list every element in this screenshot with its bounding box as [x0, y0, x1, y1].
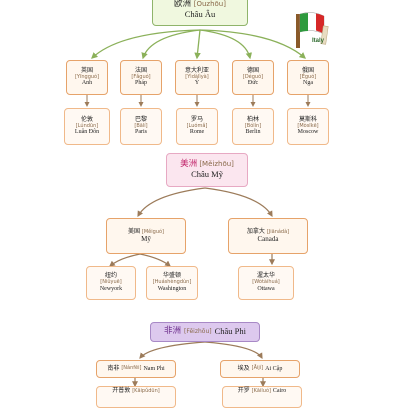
europe-city-2: 巴黎 [Bālí] Paris	[120, 108, 162, 145]
europe-header: 欧洲 [Ōuzhōu] Châu Âu	[152, 0, 248, 26]
arrow-af-1	[139, 341, 206, 359]
europe-country-5: 俄国 [Éguó] Nga	[287, 60, 329, 95]
europe-country-3: 意大利亚 [Yìdàlìyà] Ý	[175, 60, 219, 95]
europe-country-2: 法国 [Fǎguó] Pháp	[120, 60, 162, 95]
europe-city-5: 莫斯科 [Mòsīkē] Moscow	[287, 108, 329, 145]
europe-header-vn: Châu Âu	[184, 9, 216, 19]
america-header: 美洲 [Měizhōu] Châu Mỹ	[166, 153, 248, 187]
america-header-vn: Châu Mỹ	[191, 169, 223, 179]
europe-country-1: 英国 [Yīngguó] Anh	[66, 60, 108, 95]
america-header-cn: 美洲	[180, 159, 198, 170]
arrow-eu-1	[91, 29, 201, 59]
america-country-1: 美国 [Měiguó] Mỹ	[106, 218, 186, 254]
arrow-am-4	[139, 253, 171, 267]
europe-country-4: 德国 [Déguó] Đức	[232, 60, 274, 95]
arrow-eu-4	[199, 29, 253, 60]
america-country-2: 加拿大 [Jiānádà] Canada	[228, 218, 308, 254]
arrow-af-2	[204, 341, 263, 360]
africa-country-1: 南非 [Nánfēi] Nam Phi	[96, 360, 176, 378]
arrow-am-3	[109, 253, 141, 267]
america-city-3: 渥太华 [Wòtàihuá] Ottawa	[238, 266, 294, 300]
africa-city-2: 开罗 [Kāiluó] Cairo	[222, 386, 302, 408]
africa-header-vn: Châu Phi	[214, 326, 246, 337]
flag-label: Italy	[312, 38, 325, 44]
africa-header-cn: 非洲	[163, 326, 181, 337]
europe-city-1: 伦敦 [Lúndūn] Luân Đôn	[64, 108, 110, 145]
america-city-1: 纽约 [Niǔyuē] Newyork	[86, 266, 136, 300]
arrow-am-2	[204, 187, 273, 218]
arrow-am-1	[137, 187, 206, 218]
africa-header: 非洲 [Fēizhōu] Châu Phi	[150, 322, 260, 342]
arrow-eu-2	[141, 29, 201, 60]
europe-city-3: 罗马 [Luómǎ] Rome	[176, 108, 218, 145]
america-city-2: 华盛顿 [Huáshèngdùn] Washington	[146, 266, 198, 300]
arrow-eu-5	[199, 29, 306, 59]
europe-header-py: [Ōuzhōu]	[193, 0, 226, 9]
arrow-eu-3	[194, 29, 201, 60]
europe-header-cn: 欧洲	[174, 0, 192, 10]
europe-city-4: 柏林 [Bólín] Berlin	[232, 108, 274, 145]
africa-header-py: [Fēizhōu]	[184, 327, 212, 335]
italy-flag-illustration: Italy	[292, 6, 334, 50]
africa-country-2: 埃及 [Āijí] Ai Cập	[220, 360, 300, 378]
america-header-py: [Měizhōu]	[199, 160, 234, 169]
africa-city-1: 开普敦 [Kāipǔdūn]	[96, 386, 176, 408]
